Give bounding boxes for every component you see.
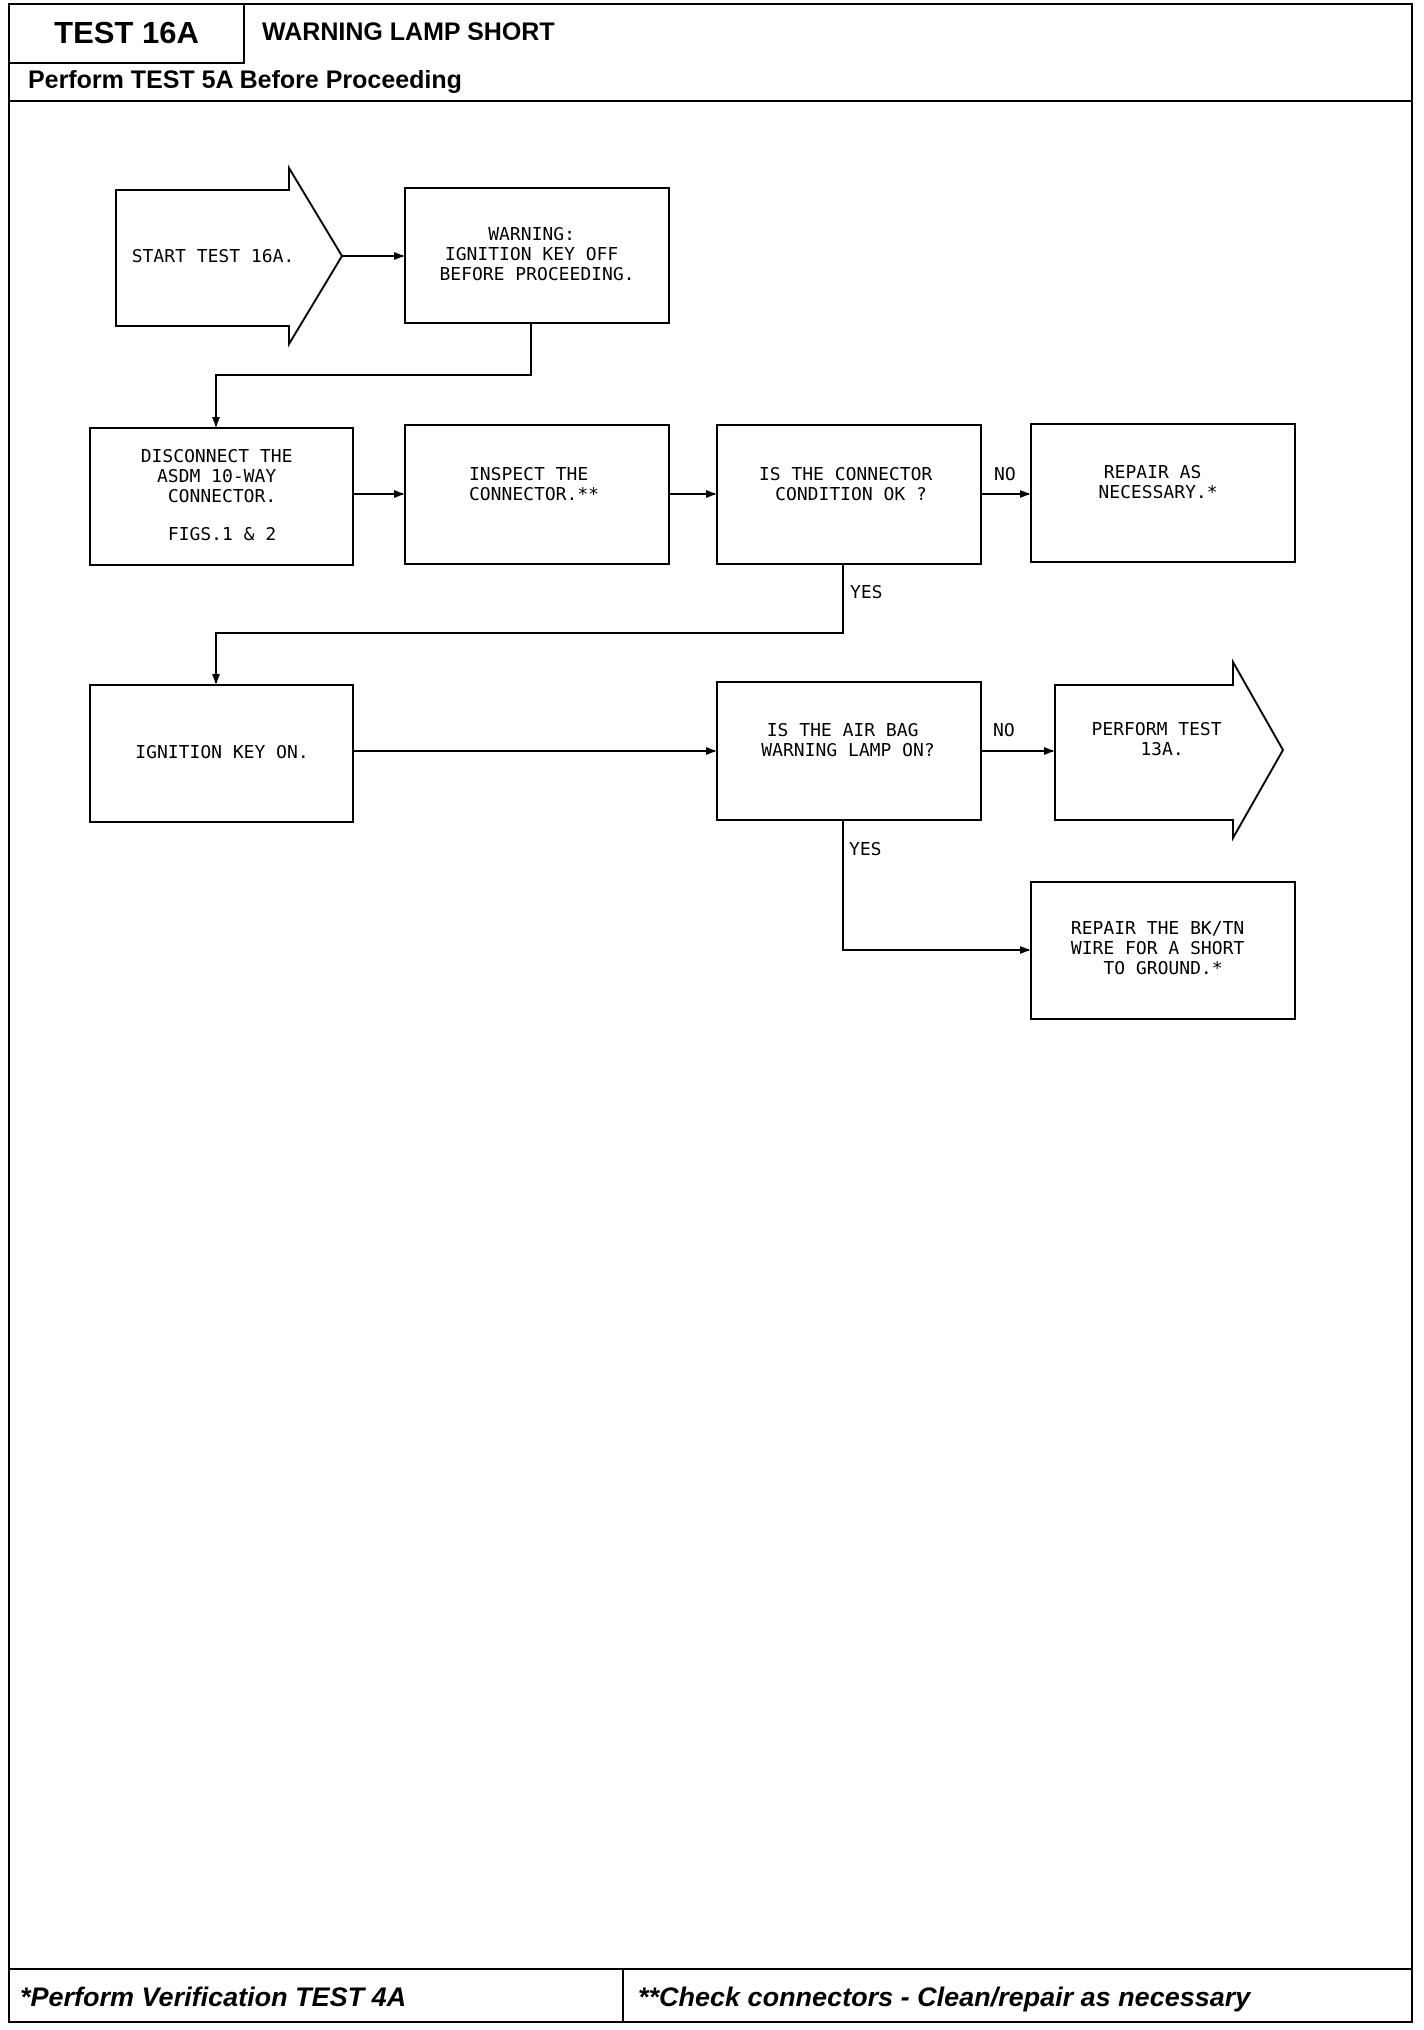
edge-lamp-yes [842, 820, 1030, 954]
disconnect-figs-ref: FIGS.1 & 2 [168, 524, 276, 545]
inspect-node-label: INSPECT THE CONNECTOR.** [469, 464, 599, 505]
lamp-on-node-label: IS THE AIR BAG WARNING LAMP ON? [761, 720, 934, 761]
disconnect-node-label: DISCONNECT THE ASDM 10-WAY CONNECTOR. [141, 446, 304, 507]
edge-connector-yes [212, 564, 844, 684]
lamp-yes-label: YES [849, 839, 882, 860]
footer-verification-note: *Perform Verification TEST 4A [20, 1982, 407, 2012]
repair-necessary-node-label: REPAIR AS NECESSARY.* [1098, 462, 1217, 503]
ignition-on-node-label: IGNITION KEY ON. [135, 742, 308, 763]
repair-wire-node-shape [1030, 881, 1296, 1020]
ignition-on-node-shape [89, 684, 354, 823]
connector-no-label: NO [994, 464, 1016, 485]
disconnect-node-shape [89, 427, 354, 566]
lamp-no-label: NO [993, 720, 1015, 741]
repair-wire-node-label: REPAIR THE BK/TN WIRE FOR A SHORT TO GRO… [1071, 918, 1255, 979]
start-node-label: START TEST 16A. [132, 246, 295, 267]
footer-divider [10, 1968, 1411, 1970]
repair-necessary-node-shape [1030, 423, 1296, 563]
start-node-shape [115, 164, 344, 348]
footer-connector-note: **Check connectors - Clean/repair as nec… [638, 1982, 1251, 2012]
perform-13a-node-label: PERFORM TEST 13A. [1092, 719, 1233, 760]
edge-warning-disconnect [212, 323, 532, 427]
connector-yes-label: YES [850, 582, 883, 603]
diagnostic-sheet [8, 3, 1413, 2023]
prerequisite-note: Perform TEST 5A Before Proceeding [28, 66, 462, 94]
perform-13a-node-shape [1054, 658, 1285, 842]
test-id: TEST 16A [10, 3, 245, 64]
warning-node-label: WARNING: IGNITION KEY OFF BEFORE PROCEED… [439, 224, 634, 285]
warning-node-shape [404, 187, 670, 324]
connector-ok-node-label: IS THE CONNECTOR CONDITION OK ? [759, 464, 943, 505]
test-title: WARNING LAMP SHORT [262, 18, 555, 46]
footer-column-divider [622, 1968, 624, 2022]
header-divider [10, 100, 1411, 102]
